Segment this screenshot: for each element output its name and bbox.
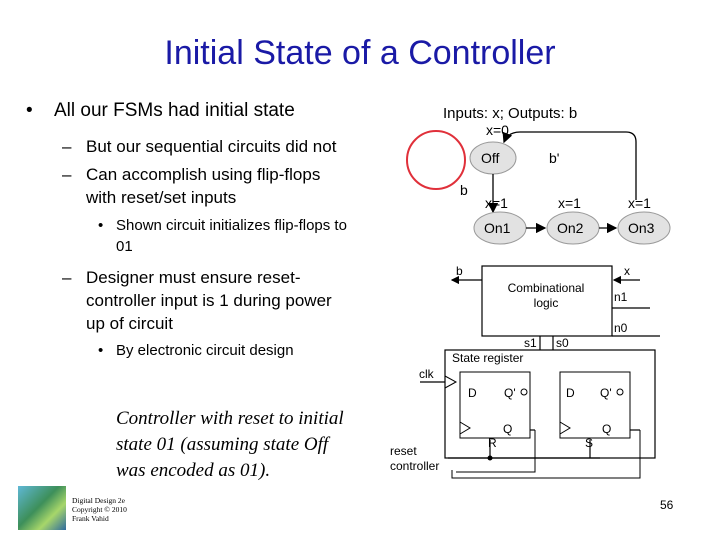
footer-line: Digital Design 2e bbox=[72, 496, 125, 505]
state-register-label: State register bbox=[452, 351, 523, 365]
signal-x: x bbox=[624, 264, 630, 278]
signal-b: b bbox=[456, 264, 463, 278]
state-off-action: b' bbox=[549, 150, 559, 166]
state-on-action: b bbox=[460, 182, 468, 198]
bullet-text: All our FSMs had initial state bbox=[54, 100, 295, 121]
ff2-q: Q bbox=[602, 422, 611, 436]
output-on3: x=1 bbox=[628, 195, 651, 211]
ff1-qbar: Q' bbox=[504, 386, 516, 400]
dash-marker: – bbox=[62, 137, 72, 156]
combinational-logic-box bbox=[481, 265, 613, 337]
bullet-text: 01 bbox=[116, 238, 133, 255]
dash-marker: – bbox=[62, 268, 72, 287]
signal-s1: s1 bbox=[524, 336, 537, 350]
ff2-d: D bbox=[566, 386, 575, 400]
book-logo bbox=[18, 486, 66, 530]
signal-n1: n1 bbox=[614, 290, 628, 304]
clk-triangle bbox=[444, 375, 458, 389]
ff1-q: Q bbox=[503, 422, 512, 436]
initial-state-highlight bbox=[406, 130, 466, 190]
signal-n0: n0 bbox=[614, 321, 628, 335]
dash-marker: – bbox=[62, 165, 72, 184]
output-on2: x=1 bbox=[558, 195, 581, 211]
ff1-reset-pin: R bbox=[488, 436, 497, 450]
bullet-text: Designer must ensure reset- bbox=[86, 268, 301, 287]
ff2-set-pin: S bbox=[585, 436, 593, 450]
state-on3 bbox=[617, 211, 671, 245]
combinational-logic-label: logic bbox=[534, 296, 559, 310]
flip-flop-2 bbox=[559, 371, 631, 439]
reset-label: reset bbox=[390, 444, 417, 458]
state-on1-label: On1 bbox=[484, 220, 511, 236]
footer-line: Frank Vahid bbox=[72, 514, 109, 523]
ff1-d: D bbox=[468, 386, 477, 400]
combinational-logic-label: Combinational bbox=[508, 281, 585, 295]
bullet-text: Shown circuit initializes flip-flops to bbox=[116, 217, 347, 234]
footer-line: Copyright © 2010 bbox=[72, 505, 127, 514]
bullet-text: up of circuit bbox=[86, 314, 173, 333]
bullet-text: controller input is 1 during power bbox=[86, 291, 332, 310]
transition-label: x=0 bbox=[486, 122, 509, 138]
state-on3-label: On3 bbox=[628, 220, 655, 236]
signal-clk: clk bbox=[419, 367, 435, 381]
reset-label: controller bbox=[390, 459, 439, 473]
bullet-text: By electronic circuit design bbox=[116, 342, 294, 359]
state-register-box bbox=[444, 349, 656, 459]
output-on1: x=1 bbox=[485, 195, 508, 211]
bullet-text: with reset/set inputs bbox=[86, 188, 237, 207]
signal-s0: s0 bbox=[556, 336, 569, 350]
bullet-level1: • bbox=[26, 100, 33, 121]
bullet-level3: • bbox=[98, 342, 104, 359]
caption-line: state 01 (assuming state Off bbox=[116, 434, 329, 455]
slide-title: Initial State of a Controller bbox=[164, 34, 556, 72]
fsm-header: Inputs: x; Outputs: b bbox=[443, 105, 577, 122]
state-off-label: Off bbox=[481, 150, 500, 166]
page-number: 56 bbox=[660, 498, 674, 512]
flip-flop-1 bbox=[459, 371, 531, 439]
caption-line: Controller with reset to initial bbox=[116, 408, 344, 429]
bullet-text: Can accomplish using flip-flops bbox=[86, 165, 321, 184]
bullet-text: But our sequential circuits did not bbox=[86, 137, 337, 156]
caption-line: was encoded as 01). bbox=[116, 460, 271, 481]
bullet-level3: • bbox=[98, 217, 104, 234]
state-on2-label: On2 bbox=[557, 220, 584, 236]
fsm-transition-loop bbox=[502, 131, 637, 200]
ff2-qbar: Q' bbox=[600, 386, 612, 400]
